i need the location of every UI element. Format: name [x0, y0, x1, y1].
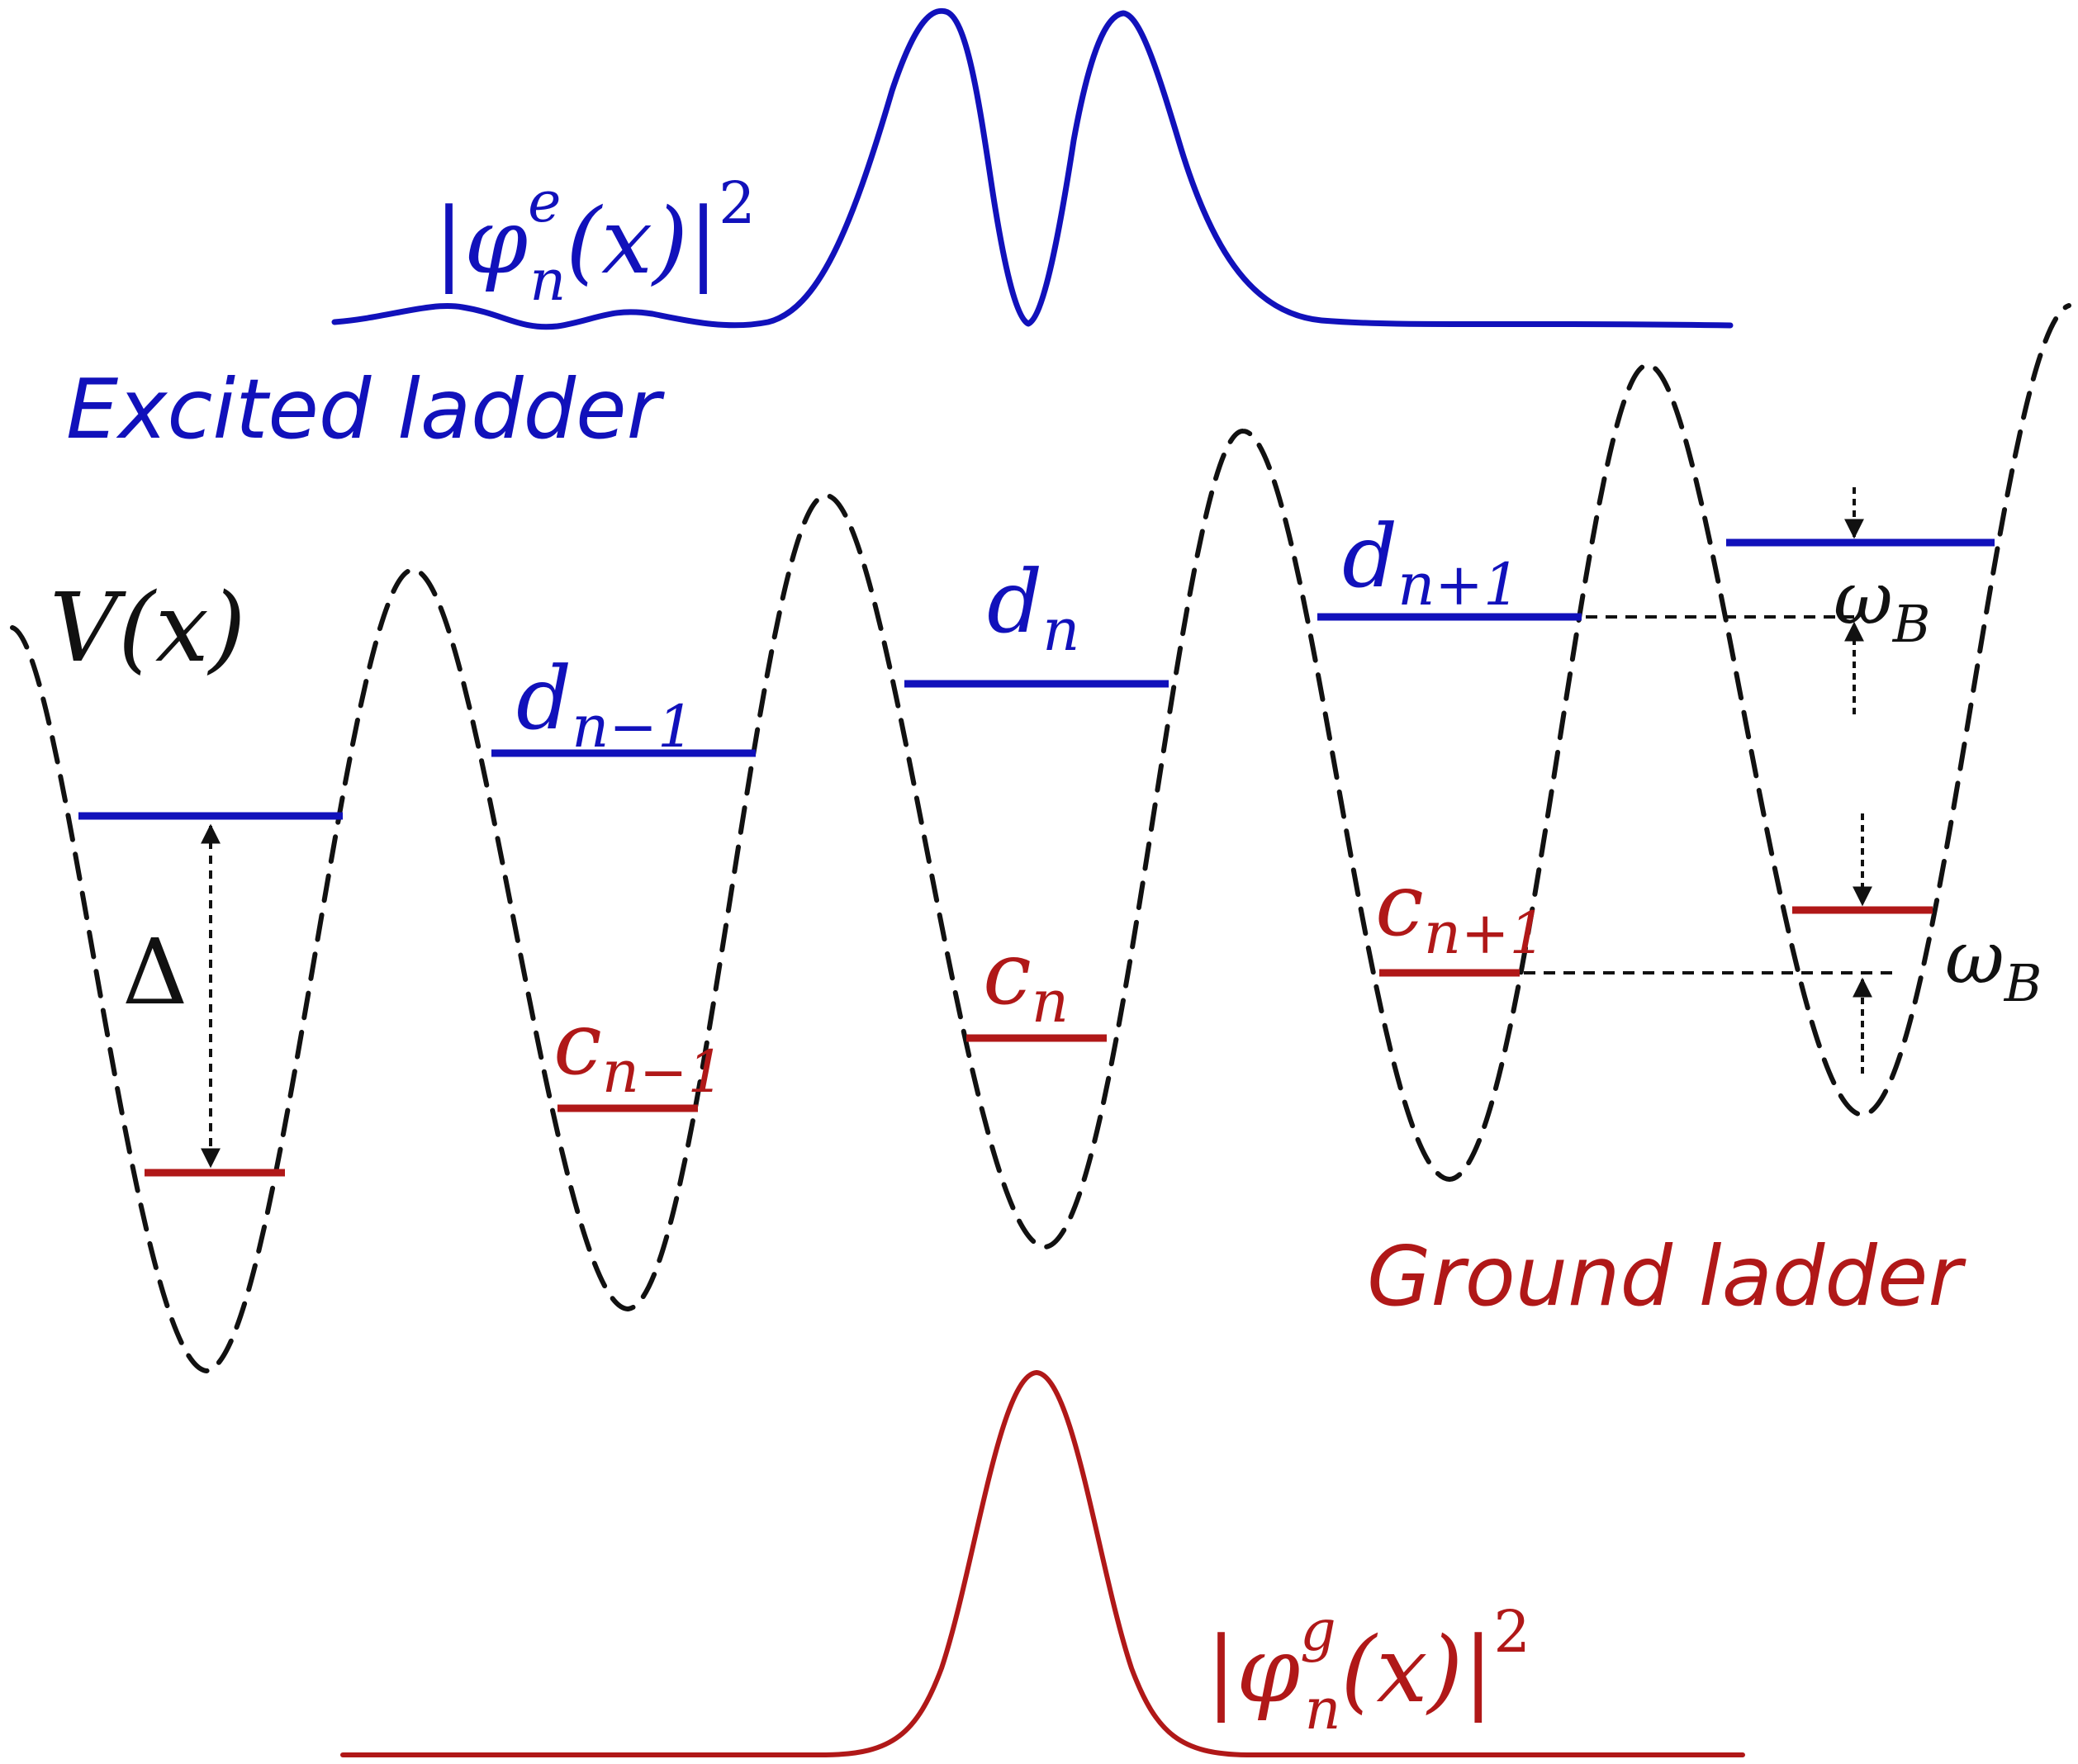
excited-level-label-dn: dn	[987, 552, 1079, 664]
ground-level-label-cn+1: cn+1	[1375, 855, 1546, 967]
omega-ground-label: ωB	[1945, 915, 2042, 1013]
excited-level-label-dn-1: dn−1	[516, 648, 695, 761]
ground-level-label-cn-1: cn−1	[553, 993, 724, 1106]
excited-wavefunction-curve	[331, 7, 1734, 330]
ground-ladder-label: Ground ladder	[1367, 1228, 1967, 1325]
potential-curve	[10, 303, 2071, 1374]
excited-level-label-dn+1: dn+1	[1342, 506, 1521, 619]
delta-label: Δ	[122, 919, 187, 1025]
omega-excited-label: ωB	[1834, 556, 1930, 654]
ground-wavefunction-curve	[340, 1370, 1745, 1757]
ground-level-label-cn: cn	[983, 923, 1069, 1036]
excited-ladder-label: Excited ladder	[66, 361, 666, 458]
ground-levels	[145, 906, 1933, 1177]
potential-label: V(x)	[50, 573, 246, 684]
excited-levels	[78, 538, 1995, 820]
